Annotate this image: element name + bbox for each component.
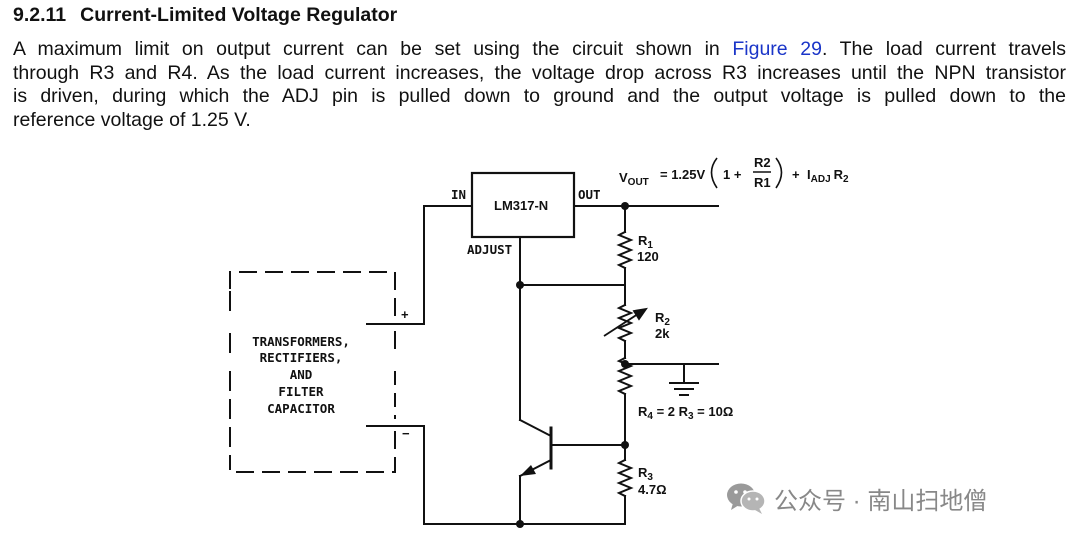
- section-heading: 9.2.11 Current-Limited Voltage Regulator: [13, 4, 397, 27]
- formula-numerator: R2: [754, 155, 771, 170]
- r1-value: 120: [637, 249, 659, 264]
- paragraph-line-2: through R3 and R4. As the load current i…: [13, 61, 1066, 84]
- junction-dot: [516, 520, 524, 528]
- formula-equals: = 1.25V: [660, 167, 706, 182]
- r2-value: 2k: [655, 326, 670, 341]
- formula-one-plus: 1 +: [723, 167, 742, 182]
- r2-adjust-arrow-icon: [632, 307, 648, 321]
- watermark: 公众号 · 南山扫地僧: [726, 480, 987, 516]
- junction-dot: [621, 360, 629, 368]
- pin-adjust-label: ADJUST: [467, 242, 512, 257]
- paragraph-line-3: is driven, during which the ADJ pin is p…: [13, 85, 1066, 107]
- paragraph-line-1: A maximum limit on output current can be…: [13, 38, 1066, 62]
- bottom-wire: [366, 425, 626, 525]
- formula-vout: VOUT: [619, 170, 649, 188]
- watermark-text: 公众号 · 南山扫地僧: [774, 487, 988, 515]
- formula-right-paren: [775, 157, 783, 189]
- formula-left-paren: [710, 157, 718, 189]
- r2-resistor: [616, 303, 634, 343]
- junction-dot: [621, 202, 629, 210]
- formula-denominator: R1: [754, 175, 771, 190]
- junction-dot: [621, 441, 629, 449]
- pin-in-label: IN: [451, 187, 466, 202]
- formula-plus: +: [792, 167, 800, 182]
- emitter-arrow-icon: [520, 465, 536, 476]
- junction-dot: [516, 281, 524, 289]
- supply-label-line-4: FILTER: [278, 384, 324, 399]
- supply-box-outline: [229, 271, 396, 319]
- figure-link[interactable]: Figure 29: [732, 38, 822, 60]
- body-paragraph: A maximum limit on output current can be…: [13, 38, 1066, 132]
- supply-label-line-5: CAPACITOR: [267, 401, 335, 416]
- r1-resistor: [616, 230, 634, 270]
- wechat-icon: [727, 483, 766, 514]
- r3-label: R3: [638, 465, 653, 483]
- input-wire: [366, 205, 473, 325]
- section-number: 9.2.11: [13, 4, 67, 26]
- section-title: Current-Limited Voltage Regulator: [80, 4, 398, 26]
- r2-label: R2: [655, 310, 670, 328]
- paragraph-text: . The load current travels: [821, 38, 1066, 60]
- plus-terminal-label: +: [401, 307, 409, 322]
- minus-terminal-label: −: [402, 426, 410, 441]
- r1-label: R1: [638, 233, 653, 251]
- r3-resistor: [616, 458, 634, 498]
- paragraph-text: A maximum limit on output current can be…: [13, 38, 733, 60]
- r3-value: 4.7Ω: [638, 482, 667, 497]
- supply-label-line-1: TRANSFORMERS,: [252, 334, 350, 349]
- supply-label-line-3: AND: [290, 367, 313, 382]
- pin-out-label: OUT: [578, 187, 601, 202]
- paragraph-line-4: reference voltage of 1.25 V.: [13, 108, 251, 131]
- r4-label: R4 = 2 R3 = 10Ω: [638, 404, 733, 422]
- supply-label-line-2: RECTIFIERS,: [260, 350, 343, 365]
- regulator-label: LM317-N: [494, 198, 548, 213]
